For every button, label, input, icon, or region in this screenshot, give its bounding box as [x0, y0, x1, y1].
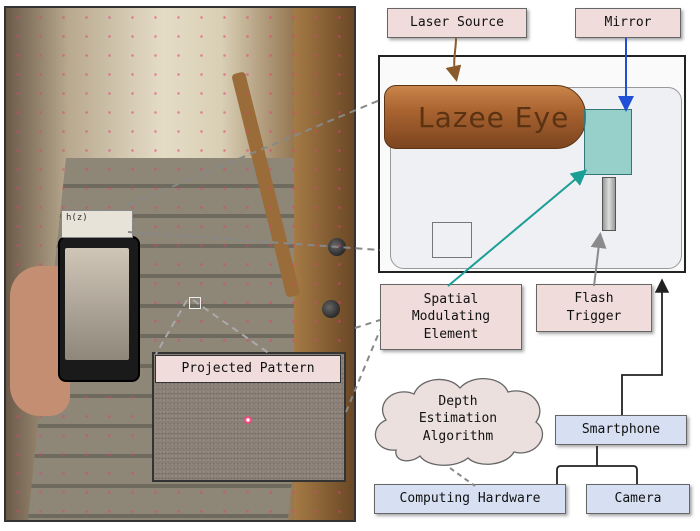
depth-estimation-algorithm-label: Depth Estimation Algorithm: [418, 393, 498, 444]
camera-label: Camera: [586, 484, 690, 514]
zoom-line: [354, 319, 381, 329]
computing-hardware-label: Computing Hardware: [374, 484, 566, 514]
phone-screen: [65, 248, 129, 360]
cloud-shape: [374, 377, 543, 466]
housing-window: [432, 222, 472, 258]
laser-module: [384, 85, 586, 149]
projected-pattern-label: Projected Pattern: [155, 355, 341, 383]
mirror-module: [584, 109, 632, 175]
smartphone-label: Smartphone: [555, 415, 687, 445]
flash-trigger-label: Flash Trigger: [536, 284, 652, 332]
laser-spot: [244, 416, 252, 424]
flash-trigger-pin: [602, 177, 616, 231]
mirror-label: Mirror: [575, 8, 681, 38]
laser-source-label: Laser Source: [387, 8, 527, 38]
pattern-region-marker: [189, 297, 201, 309]
device-engraving: Lazee Eye: [418, 101, 570, 134]
smartphone-image: [58, 236, 140, 382]
spatial-modulating-element-label: Spatial Modulating Element: [380, 284, 522, 350]
bracket: [556, 465, 638, 484]
attachment-text: h(z): [66, 213, 88, 223]
device-cad-render: Lazee Eye: [378, 55, 686, 273]
lazee-eye-attachment: h(z): [61, 210, 133, 238]
